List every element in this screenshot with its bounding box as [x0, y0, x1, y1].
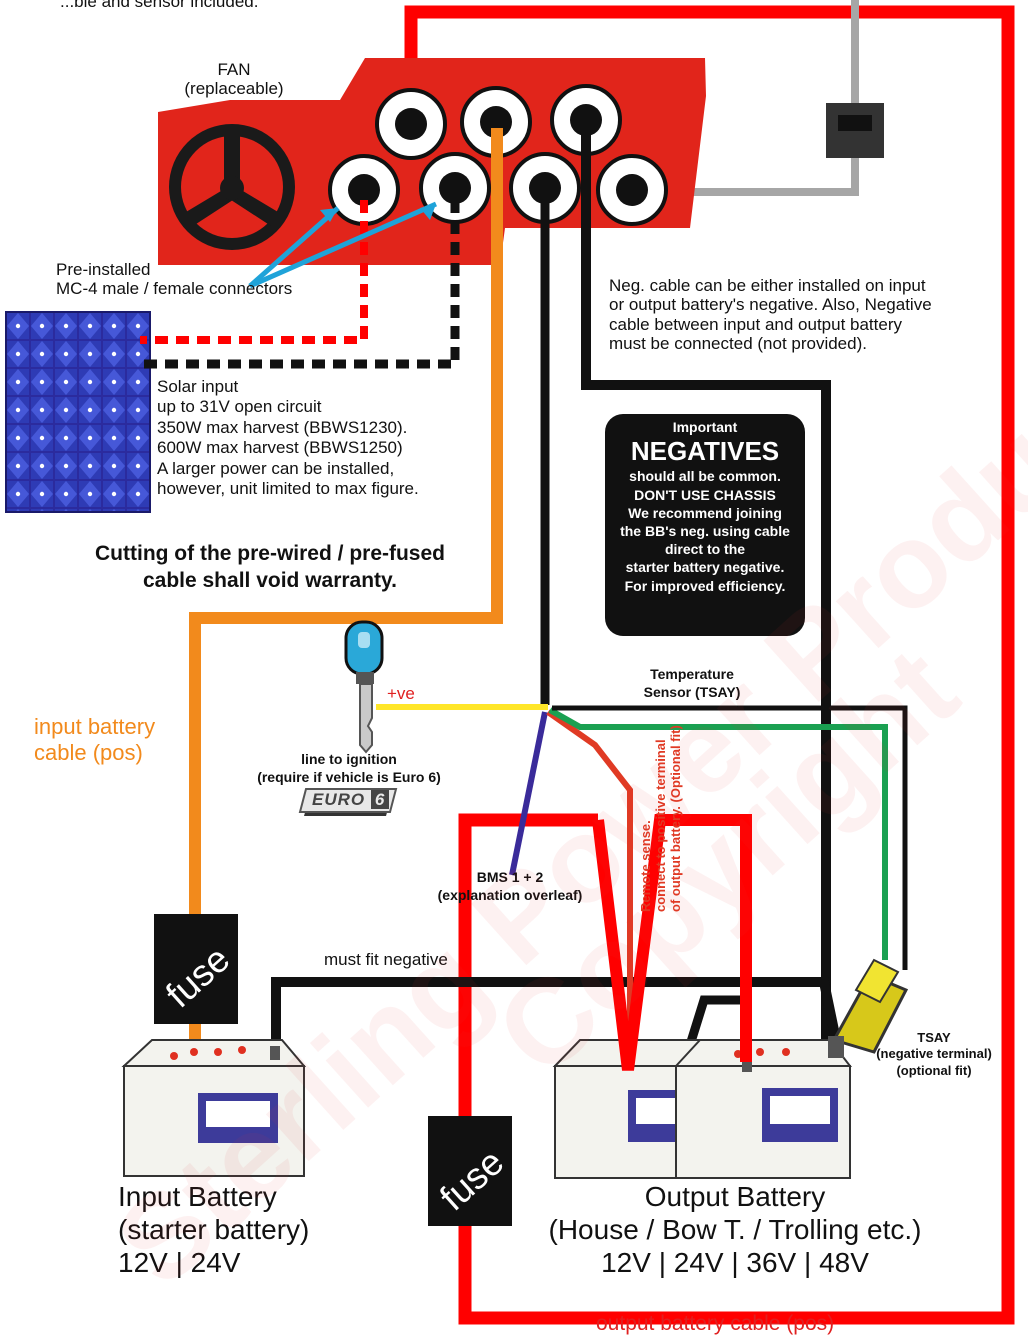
solar-input-text: Solar input up to 31V open circuit 350W …: [157, 377, 419, 499]
input-cable-line2: cable (pos): [34, 740, 143, 766]
output-battery-line2: (House / Bow T. / Trolling etc.): [548, 1214, 922, 1246]
output-battery-right: [673, 1039, 853, 1179]
euro-badge-text: EURO 6: [312, 790, 390, 809]
solar-line4: 600W max harvest (BBWS1250): [157, 438, 403, 458]
temperature-sensor-label: Temperature Sensor (TSAY): [612, 666, 772, 701]
orange-input-positive-wire: [189, 128, 503, 1080]
bms-line2: (explanation overleaf): [437, 887, 583, 904]
solar-line5: A larger power can be installed,: [157, 458, 395, 478]
output-fuse: [428, 1116, 512, 1226]
tsay-black-wire: [552, 705, 908, 970]
negatives-title: NEGATIVES: [630, 436, 780, 467]
input-battery-line3: 12V | 24V: [118, 1247, 241, 1279]
input-battery-line1: Input Battery: [118, 1181, 277, 1212]
output-red-jumper: [592, 814, 752, 1071]
ignition-label: line to ignition (require if vehicle is …: [236, 750, 462, 786]
negatives-box: [605, 414, 805, 636]
tsay-line3: (optional fit): [896, 1062, 972, 1078]
fan-subtitle: (replaceable): [184, 79, 284, 99]
fan-label: FAN (replaceable): [172, 60, 296, 98]
ignition-line1: line to ignition: [301, 751, 397, 767]
negatives-line3: We recommend joining: [628, 504, 782, 521]
tsay-clamp-icon: [828, 958, 909, 1058]
negative-cable-note: Neg. cable can be either installed on in…: [609, 276, 932, 354]
red-positive-wire: [404, 5, 1015, 1325]
cable-glands: [328, 84, 668, 226]
temp-sensor-line1: Temperature: [650, 666, 734, 682]
solar-panel: [5, 311, 151, 513]
black-negative-wire-output: [581, 125, 831, 1040]
solar-line1: Solar input: [157, 377, 239, 396]
warning-line2: cable shall void warranty.: [142, 569, 398, 593]
input-fuse: [154, 914, 238, 1024]
ignition-key-icon: [344, 620, 384, 754]
euro-badge-number: 6: [370, 790, 390, 809]
solar-positive-lead: [140, 200, 368, 344]
neg-note-line3: cable between input and output battery: [609, 314, 902, 334]
negatives-box-text: Important NEGATIVES should all be common…: [605, 418, 805, 595]
grey-sensor-wire: [632, 0, 859, 196]
euro-badge-word: EURO: [312, 790, 366, 809]
neg-note-line2: or output battery's negative. Also, Nega…: [609, 295, 932, 315]
fan-icon: [169, 124, 295, 250]
negatives-line1: should all be common.: [629, 468, 781, 485]
temp-sensor-line2: Sensor (TSAY): [643, 683, 741, 700]
warning-line1: Cutting of the pre-wired / pre-fused: [95, 542, 445, 565]
output-battery-label: Output Battery (House / Bow T. / Trollin…: [500, 1180, 970, 1279]
negatives-kicker: Important: [672, 419, 738, 435]
tsay-terminal-label: TSAY (negative terminal) (optional fit): [856, 1030, 1012, 1079]
black-must-fit-negative: [271, 977, 841, 1045]
solar-negative-lead: [140, 200, 460, 369]
neg-note-line4: must be connected (not provided).: [609, 334, 867, 354]
output-cable-label: output battery cable (pos): [596, 1312, 835, 1335]
neg-note-line1: Neg. cable can be either installed on in…: [609, 276, 926, 295]
tsay-line1: TSAY: [917, 1030, 951, 1045]
output-battery-line3: 12V | 24V | 36V | 48V: [601, 1247, 869, 1279]
input-battery-label: Input Battery (starter battery) 12V | 24…: [118, 1180, 309, 1279]
output-battery-line1: Output Battery: [644, 1181, 826, 1212]
bms-wire: [509, 711, 548, 876]
tsay-line2: (negative terminal): [876, 1046, 992, 1062]
header-fragment: ...ble and sensor included.: [60, 0, 259, 11]
input-cable-line1: input battery: [34, 714, 156, 739]
negatives-line7: For improved efficiency.: [624, 577, 786, 594]
tsay-green-wire: [548, 707, 888, 960]
solar-line6: however, unit limited to max figure.: [157, 478, 419, 498]
bms-label: BMS 1 + 2 (explanation overleaf): [410, 868, 610, 904]
solar-line2: up to 31V open circuit: [157, 397, 322, 417]
bms-line1: BMS 1 + 2: [476, 869, 544, 885]
connectors-line1: Pre-installed: [56, 260, 151, 279]
negatives-line2: DON'T USE CHASSIS: [634, 486, 776, 503]
negatives-line5: direct to the: [664, 541, 746, 558]
solar-line3: 350W max harvest (BBWS1230).: [157, 417, 408, 437]
ignition-plus-label: +ve: [387, 684, 415, 703]
connectors-label: Pre-installed MC-4 male / female connect…: [56, 260, 292, 298]
negatives-line4: the BB's neg. using cable: [620, 522, 790, 539]
must-fit-negative-label: must fit negative: [324, 950, 448, 969]
negatives-line6: starter battery negative.: [625, 559, 785, 576]
input-cable-label: input battery cable (pos): [34, 714, 155, 767]
input-battery: [121, 1039, 307, 1177]
warranty-warning: Cutting of the pre-wired / pre-fused cab…: [20, 540, 520, 595]
remote-sense-wire: [546, 709, 633, 1040]
ignition-line2: (require if vehicle is Euro 6): [257, 769, 441, 786]
connectors-line2: MC-4 male / female connectors: [56, 279, 293, 299]
input-battery-line2: (starter battery): [118, 1214, 310, 1246]
fan-title: FAN: [217, 60, 251, 79]
